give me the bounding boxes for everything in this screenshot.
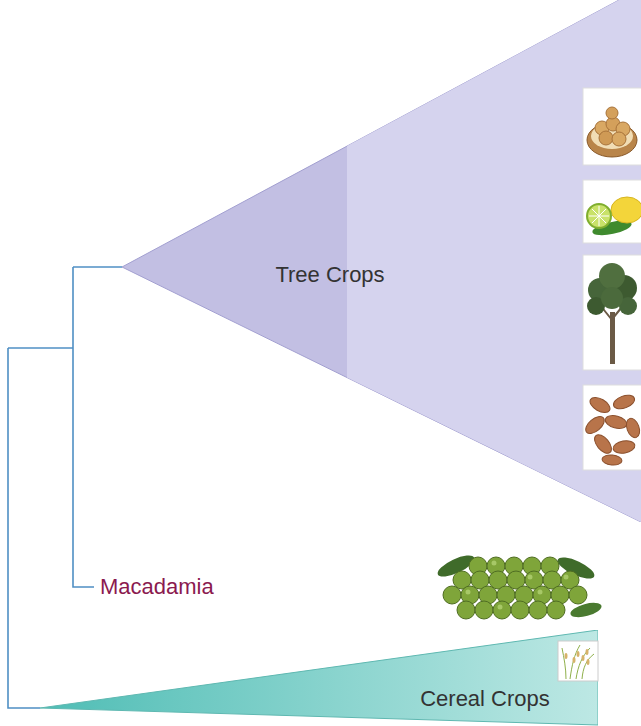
clade-name: Tree Crops [275,262,384,288]
branch-line [73,267,94,587]
triangle-shape [40,630,598,726]
clade-triangle: Tree Crops [122,0,641,522]
macadamia-picture [435,551,603,620]
lemon-picture [583,180,641,243]
branch-line [8,347,73,349]
clade-triangle: Cereal Crops [40,630,598,726]
branch-line [8,348,40,708]
triangle-shape [122,0,641,522]
triangle-fill [122,0,641,522]
leaf-name: Macadamia [100,574,214,600]
triangle-fill [40,630,598,725]
walnut-picture [583,88,641,165]
clade-name: Cereal Crops [420,686,550,712]
tree-picture [583,255,641,370]
almond-picture [583,385,641,470]
branch-line [73,266,122,268]
rice-picture [558,641,598,681]
